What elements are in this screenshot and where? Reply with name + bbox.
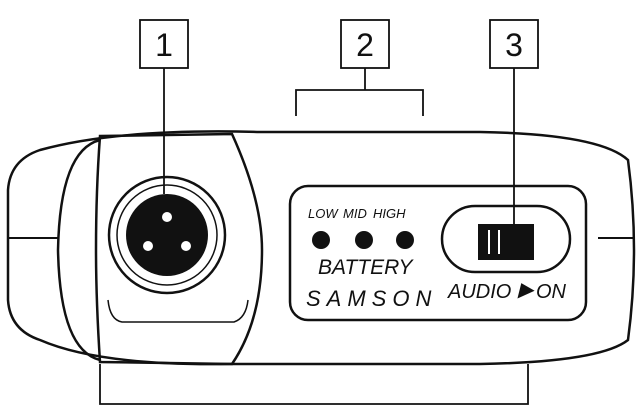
battery-level-high: HIGH: [373, 206, 406, 221]
xlr-inner-ring: [116, 184, 218, 286]
callout-bracket-2: [295, 89, 424, 116]
switch-label-audio: AUDIO: [447, 281, 511, 303]
battery-label: BATTERY: [318, 256, 415, 279]
connector-housing-inner: [107, 299, 249, 323]
battery-led-low: [312, 231, 330, 249]
switch-arrow-icon: ▶: [517, 279, 535, 301]
xlr-connector: [126, 194, 208, 276]
audio-switch-knob[interactable]: [478, 224, 534, 260]
callout-box-1: [139, 19, 189, 69]
callout-number-3: 3: [505, 27, 523, 63]
front-panel: [288, 184, 588, 322]
callout-number-2: 2: [356, 27, 374, 63]
xlr-outer-ring: [107, 175, 227, 295]
xlr-pin-right: [181, 241, 191, 251]
xlr-pin-left: [143, 241, 153, 251]
connector-housing: [94, 132, 264, 366]
battery-level-low: LOW: [308, 206, 339, 221]
xlr-pin-top: [162, 212, 172, 222]
battery-led-high: [396, 231, 414, 249]
device-body-outline: [6, 130, 636, 366]
callout-box-2: [340, 19, 390, 69]
audio-switch-track: [440, 204, 572, 274]
left-end-cap: [56, 138, 101, 362]
switch-label-on: ON: [536, 281, 567, 303]
callout-number-1: 1: [155, 27, 173, 63]
battery-led-mid: [355, 231, 373, 249]
bottom-bracket: [99, 364, 529, 405]
brand-label: SAMSON: [306, 286, 437, 311]
battery-level-mid: MID: [343, 206, 367, 221]
